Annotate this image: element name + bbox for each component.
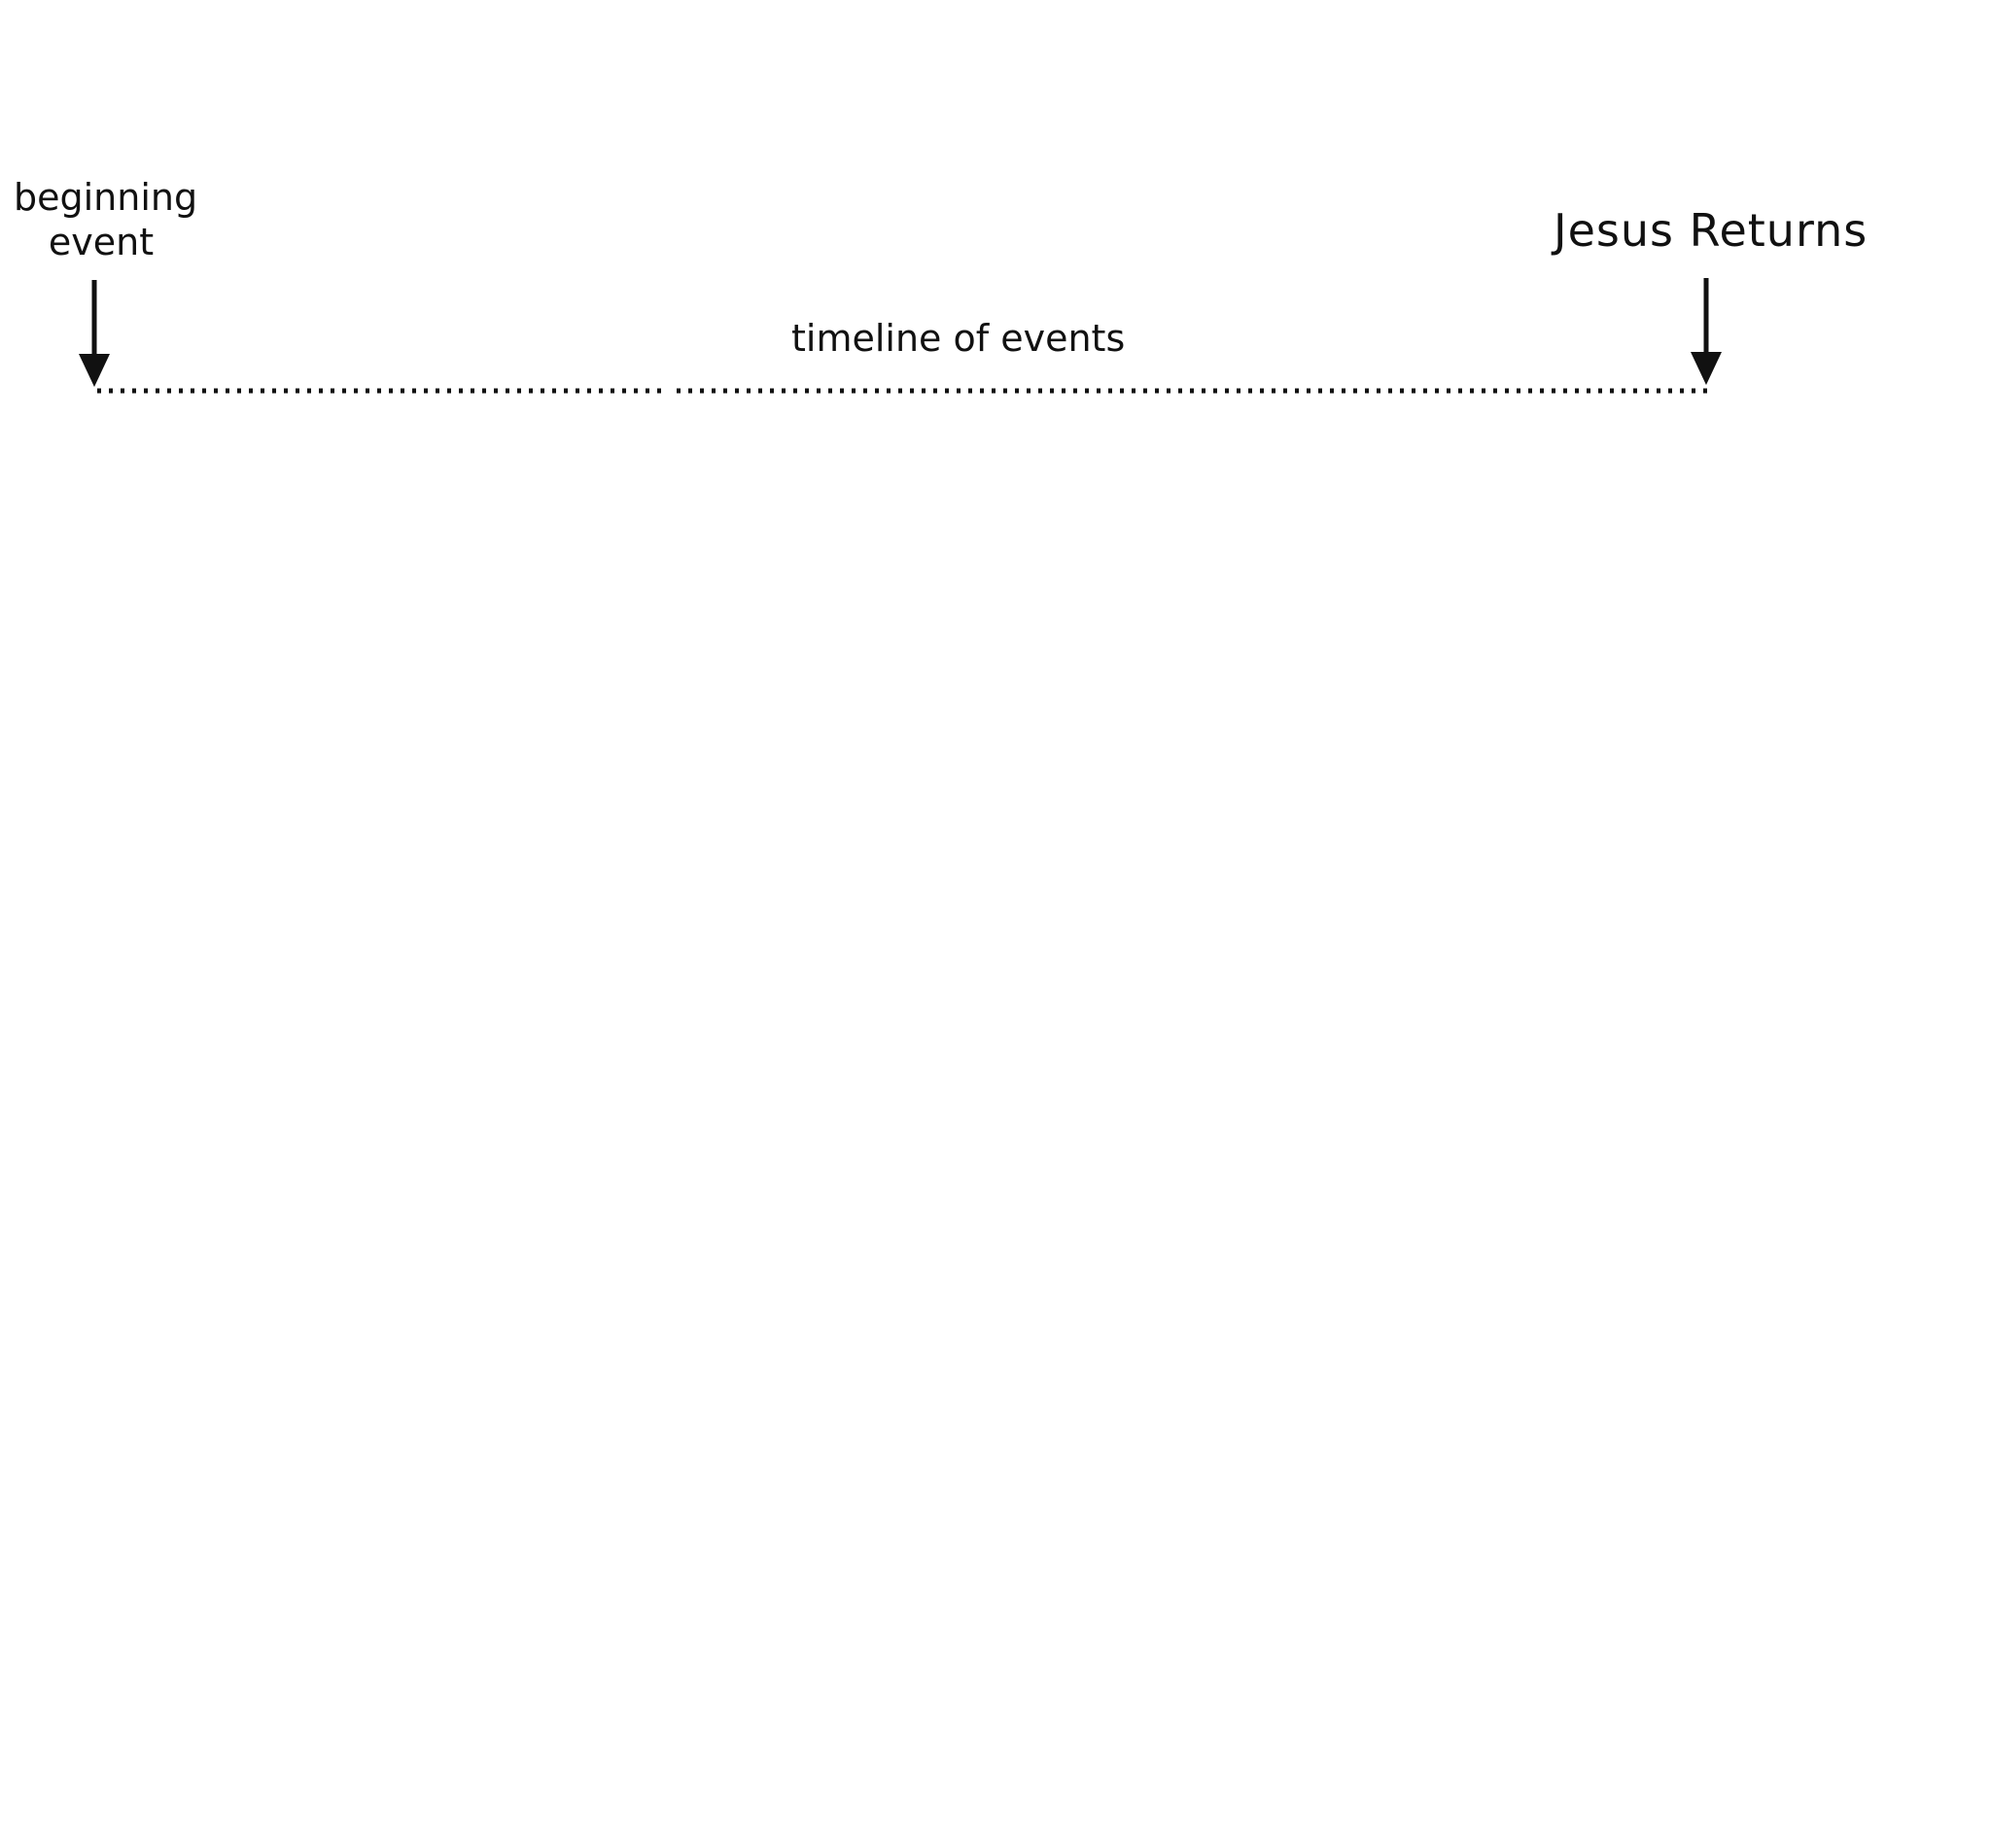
timeline-label: timeline of events xyxy=(791,317,1126,360)
start-arrow-icon xyxy=(79,280,110,387)
beginning-event-label: beginning event xyxy=(14,175,198,264)
beginning-event-label-line1: beginning xyxy=(14,176,198,219)
jesus-returns-label: Jesus Returns xyxy=(1554,204,1869,257)
beginning-event-label-line2: event xyxy=(48,221,155,263)
end-arrow-icon xyxy=(1691,278,1722,385)
